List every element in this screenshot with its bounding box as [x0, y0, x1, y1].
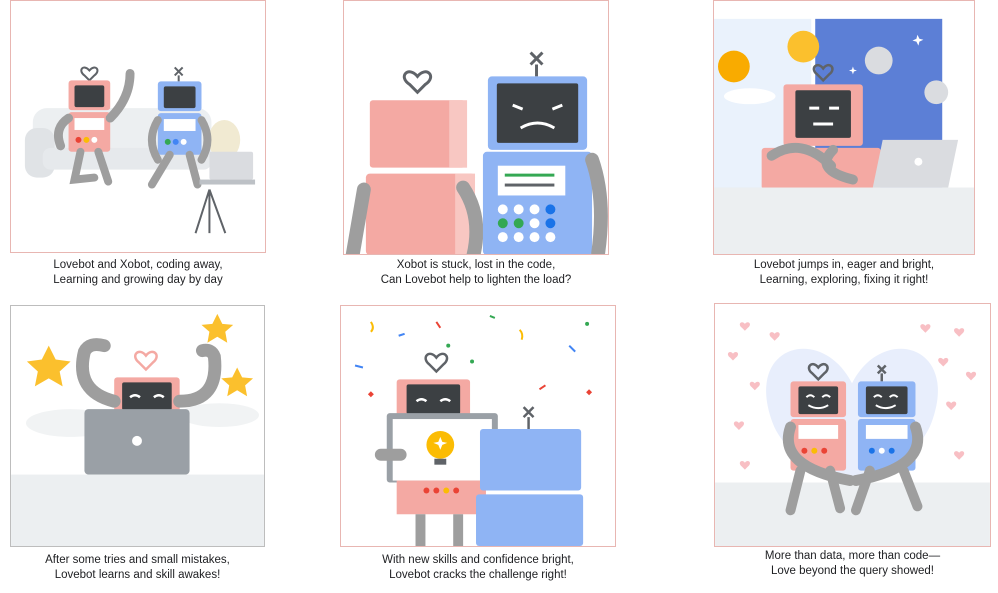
- panel-4-caption-line-2: Lovebot learns and skill awakes!: [54, 569, 221, 581]
- panel-6-caption-line-1: More than data, more than code—: [764, 550, 941, 562]
- panel-3-illustration: [714, 18, 974, 254]
- panel-6-illustration: [715, 322, 990, 546]
- panel-2-caption: Xobot is stuck, lost in the code, Can Lo…: [343, 258, 609, 288]
- comic-panel-1: [10, 0, 266, 253]
- panel-1-caption: Lovebot and Xobot, coding away, Learning…: [10, 258, 266, 288]
- panel-5-caption-line-1: With new skills and confidence bright,: [382, 554, 574, 566]
- panel-5-illustration: [354, 314, 593, 546]
- panel-2-caption-line-2: Can Lovebot help to lighten the load?: [380, 274, 572, 286]
- panel-5-caption: With new skills and confidence bright, L…: [340, 553, 616, 583]
- comic-panel-2: [343, 0, 609, 255]
- panel-3-caption-line-2: Learning, exploring, fixing it right!: [759, 274, 929, 286]
- panel-4-illustration: [11, 313, 264, 546]
- comic-panel-5: [340, 305, 616, 547]
- comic-panel-4: [10, 305, 265, 547]
- panel-6-caption: More than data, more than code— Love bey…: [714, 549, 991, 579]
- panel-4-caption-line-1: After some tries and small mistakes,: [45, 554, 230, 566]
- comic-panel-6: [714, 303, 991, 547]
- panel-3-caption: Lovebot jumps in, eager and bright, Lear…: [713, 258, 975, 288]
- panel-1-caption-line-2: Learning and growing day by day: [53, 274, 223, 286]
- panel-6-caption-line-2: Love beyond the query showed!: [770, 565, 935, 577]
- comic-panel-3: [713, 0, 975, 255]
- panel-5-caption-line-2: Lovebot cracks the challenge right!: [389, 569, 567, 581]
- panel-3-caption-line-1: Lovebot jumps in, eager and bright,: [753, 259, 935, 271]
- panel-1-illustration: [24, 66, 256, 234]
- panel-4-caption: After some tries and small mistakes, Lov…: [10, 553, 265, 583]
- panel-2-illustration: [345, 51, 608, 254]
- panel-2-caption-line-1: Xobot is stuck, lost in the code,: [396, 259, 556, 271]
- panel-1-caption-line-1: Lovebot and Xobot, coding away,: [53, 259, 223, 271]
